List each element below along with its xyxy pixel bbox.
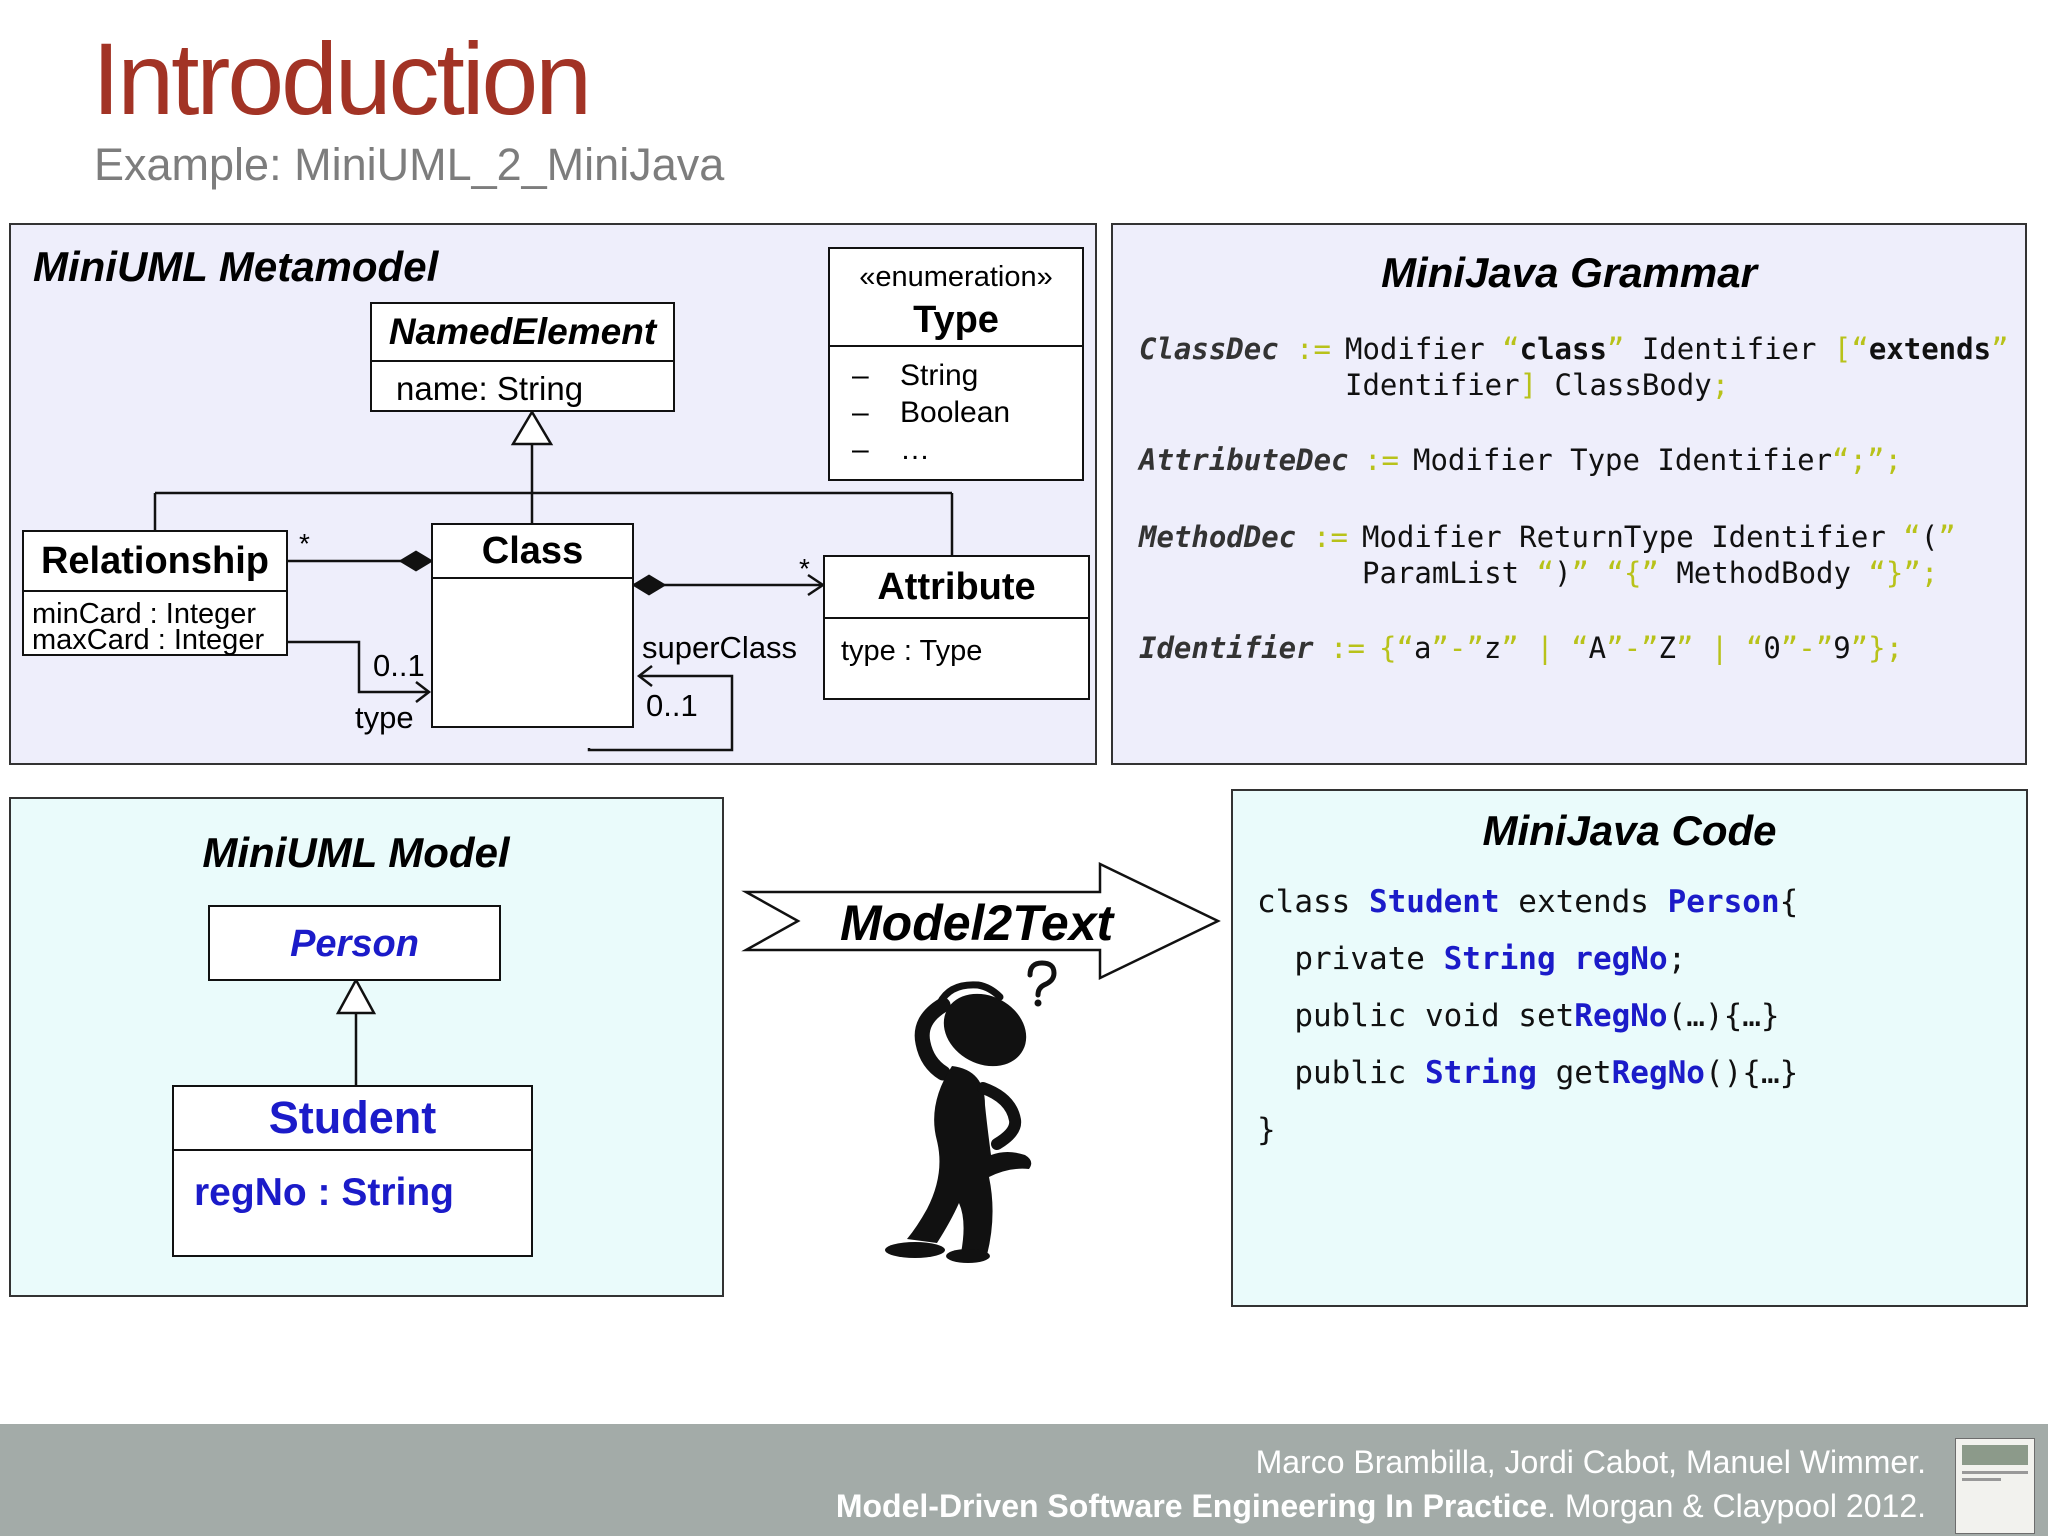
model-panel: MiniUML Model Person Student regNo : Str… <box>9 797 724 1297</box>
enum-bullet: – <box>852 433 869 466</box>
code-line-3: public void setRegNo(…){…} <box>1257 998 1780 1034</box>
footer-book-title: Model-Driven Software Engineering In Pra… <box>835 1488 1548 1524</box>
grammar-rule-identifier: Identifier <box>1139 631 1314 665</box>
person-class-name: Person <box>290 923 419 965</box>
assign-operator: := <box>1364 443 1399 477</box>
attribute-multiplicity: * <box>799 553 810 584</box>
named-element-name: NamedElement <box>372 304 673 362</box>
relationship-name: Relationship <box>24 532 286 592</box>
student-attr: regNo : String <box>194 1171 454 1214</box>
relationship-attr-mincard: minCard : Integer <box>32 598 257 630</box>
type-role-label: type <box>355 700 414 735</box>
model2text-label: Model2Text <box>840 895 1114 951</box>
footer-citation: Model-Driven Software Engineering In Pra… <box>836 1488 1926 1525</box>
metamodel-connectors <box>153 409 954 752</box>
book-cover-thumbnail <box>1955 1438 2035 1534</box>
attribute-class: Attribute type : Type <box>823 555 1090 700</box>
metamodel-title: MiniUML Metamodel <box>33 243 439 290</box>
grammar-classdec-line2: Identifier] ClassBody; <box>1345 368 1730 402</box>
named-element-class: NamedElement name: String <box>370 302 675 412</box>
assign-operator: := <box>1313 520 1348 554</box>
footer-bar: Marco Brambilla, Jordi Cabot, Manuel Wim… <box>0 1424 2048 1536</box>
metamodel-panel: MiniUML Metamodel NamedElement n <box>9 223 1097 765</box>
named-element-attr: name: String <box>396 370 584 407</box>
code-line-5: } <box>1257 1112 1276 1148</box>
student-class-name: Student <box>174 1087 531 1151</box>
slide-title: Introduction <box>92 22 592 136</box>
enum-literal-boolean: Boolean <box>900 396 1011 429</box>
enum-literal-string: String <box>900 359 979 392</box>
grammar-methoddec-line1: Modifier ReturnType Identifier “(” <box>1362 520 1956 554</box>
type-multiplicity: 0..1 <box>373 648 425 683</box>
class-name: Class <box>433 525 632 579</box>
enum-bullet: – <box>852 359 869 392</box>
model-title: MiniUML Model <box>202 829 510 876</box>
person-class: Person <box>208 905 501 981</box>
superclass-role-label: superClass <box>642 630 798 665</box>
assign-operator: := <box>1330 631 1365 665</box>
enum-bullet: – <box>852 396 869 429</box>
code-line-4: public String getRegNo(){…} <box>1257 1055 1799 1091</box>
footer-authors: Marco Brambilla, Jordi Cabot, Manuel Wim… <box>1255 1444 1926 1480</box>
attribute-attr: type : Type <box>841 635 983 667</box>
grammar-methoddec-line2: ParamList “)” “{” MethodBody “}”; <box>1362 556 1939 590</box>
class-class: Class <box>431 523 634 728</box>
type-enum-name: Type <box>913 299 999 341</box>
code-panel: MiniJava Code class Student extends Pers… <box>1231 789 2028 1307</box>
grammar-attributedec-line1: Modifier Type Identifier“;”; <box>1413 443 1902 477</box>
grammar-title: MiniJava Grammar <box>1381 249 1757 296</box>
relationship-class: Relationship minCard : Integer maxCard :… <box>22 530 288 656</box>
type-enumeration: «enumeration» Type – String – Boolean – … <box>828 247 1084 481</box>
grammar-classdec-line1: Modifier “class” Identifier [“extends” <box>1345 332 2009 366</box>
grammar-panel: MiniJava Grammar ClassDec := Modifier “c… <box>1111 223 2027 765</box>
slide-subtitle: Example: MiniUML_2_MiniJava <box>94 139 725 190</box>
relationship-attr-maxcard: maxCard : Integer <box>32 624 265 656</box>
grammar-rule-classdec: ClassDec <box>1139 332 1279 366</box>
enum-stereotype: «enumeration» <box>859 261 1053 293</box>
code-line-1: class Student extends Person{ <box>1257 884 1799 920</box>
attribute-name: Attribute <box>825 557 1088 619</box>
generalization-arrow <box>335 977 377 1085</box>
grammar-identifier-line1: {“a”-”z” | “A”-”Z” | “0”-”9”}; <box>1379 631 1904 665</box>
code-line-2: private String regNo; <box>1257 941 1687 977</box>
grammar-rule-methoddec: MethodDec <box>1139 520 1297 554</box>
relationship-multiplicity: * <box>299 528 310 559</box>
enum-literal-ellipsis: … <box>900 433 930 466</box>
superclass-multiplicity: 0..1 <box>646 688 698 723</box>
footer-publisher: . Morgan & Claypool 2012. <box>1547 1488 1926 1524</box>
assign-operator: := <box>1296 332 1331 366</box>
student-class: Student regNo : String <box>172 1085 533 1257</box>
type-enum-header: «enumeration» Type <box>830 249 1082 347</box>
grammar-rule-attributedec: AttributeDec <box>1139 443 1349 477</box>
code-title: MiniJava Code <box>1482 807 1777 854</box>
